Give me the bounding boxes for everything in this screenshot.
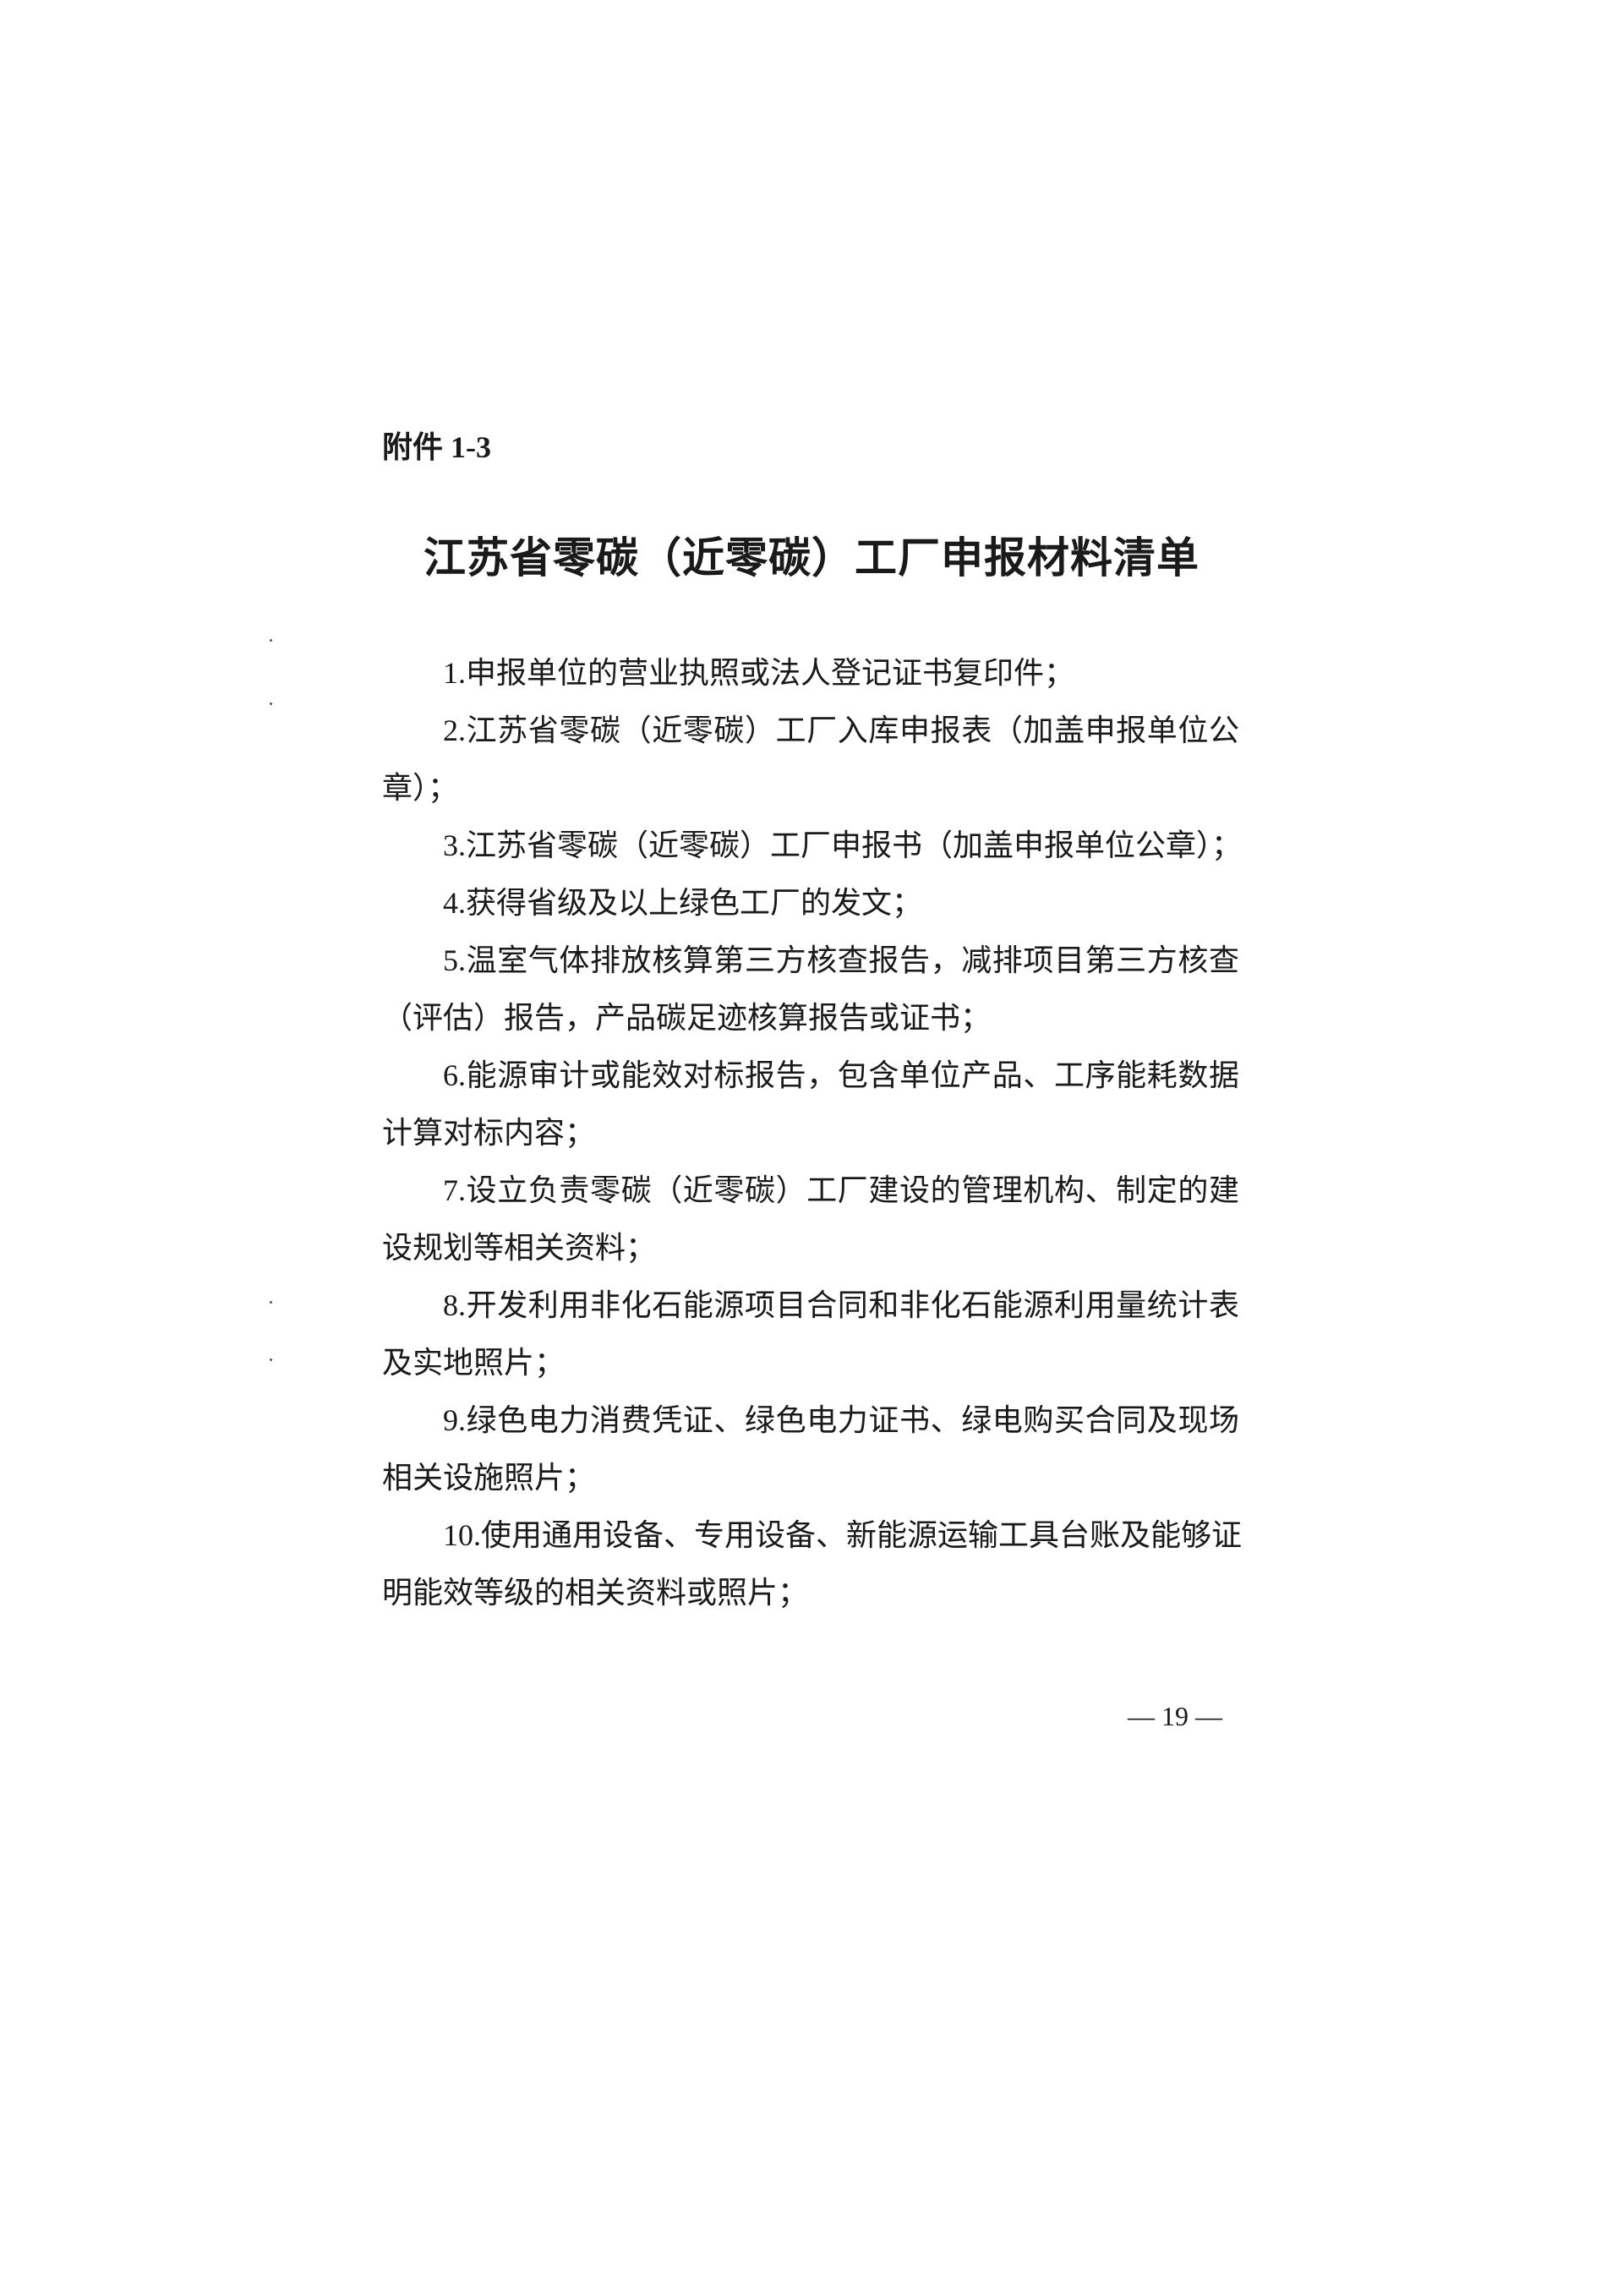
list-item: 4.获得省级及以上绿色工厂的发文； [382, 881, 1239, 938]
list-item: 1.申报单位的营业执照或法人登记证书复印件； [382, 651, 1239, 708]
list-item-line: 10.使用通用设备、专用设备、新能源运输工具台账及能够证 [443, 1518, 1243, 1552]
materials-list: 1.申报单位的营业执照或法人登记证书复印件； 2.江苏省零碳（近零碳）工厂入库申报… [382, 651, 1243, 1628]
list-item: 5.温室气体排放核算第三方核查报告，减排项目第三方核查 （评估）报告，产品碳足迹核… [382, 938, 1239, 1053]
list-item-line: 1.申报单位的营业执照或法人登记证书复印件； [443, 656, 1075, 690]
list-item-line: 9.绿色电力消费凭证、绿色电力证书、绿电购买合同及现场 [443, 1403, 1239, 1437]
list-item: 3.江苏省零碳（近零碳）工厂申报书（加盖申报单位公章）； [382, 823, 1243, 881]
list-item-line: 计算对标内容； [382, 1116, 596, 1150]
list-item: 8.开发利用非化石能源项目合同和非化石能源利用量统计表及实地照片； [382, 1283, 1239, 1398]
scan-speck [270, 639, 272, 642]
scan-speck [270, 1301, 272, 1304]
page-title: 江苏省零碳（近零碳）工厂申报材料清单 [424, 534, 1199, 582]
list-item-line: 6.能源审计或能效对标报告，包含单位产品、工序能耗数据 [443, 1058, 1239, 1092]
page-number: — 19 — [1128, 1701, 1222, 1731]
list-item-line: 设规划等相关资料； [382, 1231, 657, 1265]
list-item-line: 7.设立负责零碳（近零碳）工厂建设的管理机构、制定的建 [443, 1173, 1239, 1207]
list-item: 6.能源审计或能效对标报告，包含单位产品、工序能耗数据计算对标内容； [382, 1053, 1239, 1168]
list-item-line: 5.温室气体排放核算第三方核查报告，减排项目第三方核查 [443, 943, 1239, 977]
list-item: 7.设立负责零碳（近零碳）工厂建设的管理机构、制定的建设规划等相关资料； [382, 1168, 1239, 1283]
list-item-line: 8.开发利用非化石能源项目合同和非化石能源利用量统计表 [443, 1288, 1239, 1322]
scan-speck [270, 702, 272, 705]
list-item-line: 及实地照片； [382, 1346, 566, 1380]
list-item-line: 相关设施照片； [382, 1461, 596, 1495]
list-item: 10.使用通用设备、专用设备、新能源运输工具台账及能够证明能效等级的相关资料或照… [382, 1513, 1243, 1628]
list-item: 2.江苏省零碳（近零碳）工厂入库申报表（加盖申报单位公章）； [382, 708, 1239, 823]
list-item-line: 明能效等级的相关资料或照片； [382, 1576, 809, 1610]
list-item: 9.绿色电力消费凭证、绿色电力证书、绿电购买合同及现场相关设施照片； [382, 1398, 1239, 1513]
list-item-line: 2.江苏省零碳（近零碳）工厂入库申报表（加盖申报单位公 [443, 713, 1239, 747]
list-item-line: 4.获得省级及以上绿色工厂的发文； [443, 886, 923, 920]
list-item-line: （评估）报告，产品碳足迹核算报告或证书； [382, 1001, 992, 1035]
attachment-label: 附件 1-3 [382, 430, 491, 464]
list-item-line: 3.江苏省零碳（近零碳）工厂申报书（加盖申报单位公章）； [443, 828, 1243, 862]
list-item-line: 章）； [382, 771, 459, 805]
scan-speck [270, 1358, 272, 1361]
